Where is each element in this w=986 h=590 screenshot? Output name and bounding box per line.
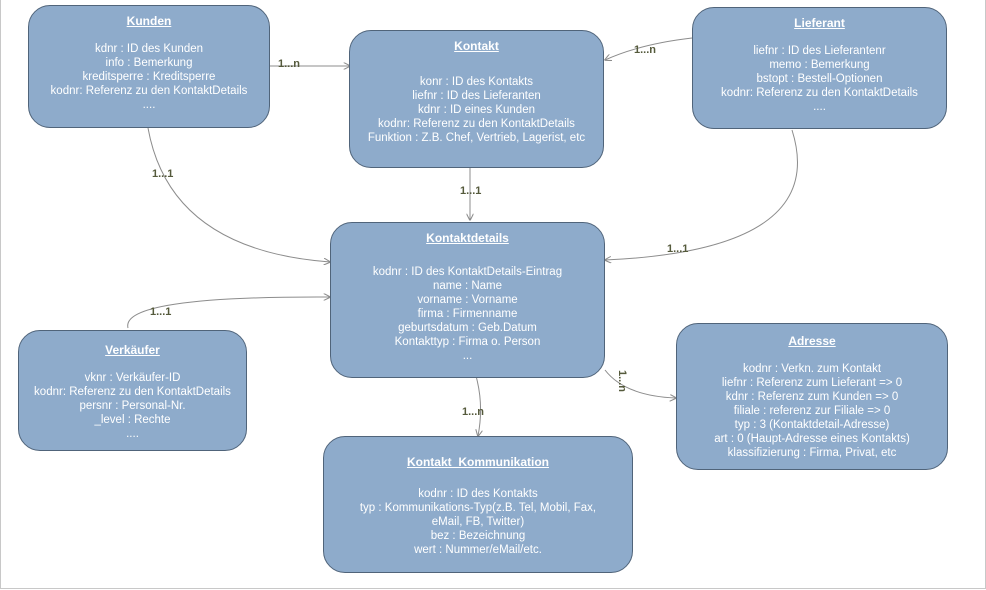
entity-title: Verkäufer — [105, 343, 160, 357]
edge-lieferant-kontakt — [605, 37, 693, 60]
entity-attribute: ... — [462, 350, 473, 362]
entity-title: Kunden — [126, 14, 172, 28]
entity-attribute: info : Bemerkung — [105, 57, 193, 69]
entity-title: Kontakt_Kommunikation — [406, 455, 549, 469]
entity-attribute: .... — [813, 101, 826, 113]
entity-attribute: .... — [142, 99, 156, 111]
entity-attribute: bstopt : Bestell-Optionen — [756, 73, 883, 85]
edge-label-kontaktdetails-kommunikation: 1...n — [462, 406, 485, 418]
entity-title: Adresse — [788, 334, 836, 348]
entity-kunden[interactable]: Kunden kdnr : ID des Kunden info : Bemer… — [28, 5, 270, 128]
entity-attribute: klassifizierung : Firma, Privat, etc — [727, 447, 897, 459]
edge-label-kunden-kontaktdetails: 1...1 — [152, 168, 174, 180]
entity-attribute: liefnr : ID des Lieferantenr — [753, 45, 886, 57]
entity-attribute: kodnr: Referenz zu den KontaktDetails — [721, 87, 918, 99]
entity-attribute: kodnr : Verkn. zum Kontakt — [742, 363, 882, 375]
entity-attribute: typ : 3 (Kontaktdetail-Adresse) — [734, 419, 890, 431]
entity-attribute: Funktion : Z.B. Chef, Vertrieb, Lagerist… — [367, 132, 586, 144]
entity-attribute: liefnr : ID des Lieferanten — [412, 90, 541, 102]
entity-attribute: kdnr : Referenz zum Kunden => 0 — [725, 391, 899, 403]
entity-title: Lieferant — [794, 16, 845, 30]
edge-label-lieferant-kontaktdetails: 1...1 — [667, 243, 689, 255]
entity-attribute: filiale : referenz zur Filiale => 0 — [733, 405, 891, 417]
entity-attribute: geburtsdatum : Geb.Datum — [398, 322, 537, 334]
entity-attribute: .... — [126, 428, 139, 440]
entity-attribute: bez : Bezeichnung — [430, 530, 526, 542]
entity-attribute: kodnr: Referenz zu den KontaktDetails — [50, 85, 248, 97]
entity-attribute: vknr : Verkäufer-ID — [84, 372, 181, 384]
edge-label-kunden-kontakt: 1...n — [278, 58, 301, 70]
entity-attribute: kodnr : ID des Kontakts — [418, 488, 538, 500]
entity-attribute: kdnr : ID eines Kunden — [418, 104, 535, 116]
entity-kontakt[interactable]: Kontakt konr : ID des Kontakts liefnr : … — [349, 30, 604, 168]
entity-attribute: kodnr: Referenz zu den KontaktDetails — [378, 118, 575, 130]
entity-attribute: art : 0 (Haupt-Adresse eines Kontakts) — [714, 433, 910, 445]
entity-kontakt-kommunikation[interactable]: Kontakt_Kommunikation kodnr : ID des Kon… — [323, 436, 633, 573]
entity-attribute: memo : Bemerkung — [769, 59, 870, 71]
edge-lieferant-kontaktdetails — [605, 129, 798, 260]
edge-kontaktdetails-kommunikation — [476, 375, 481, 436]
edge-label-lieferant-kontakt: 1...n — [634, 44, 657, 56]
entity-attribute: kodnr: Referenz zu den KontaktDetails — [34, 386, 231, 398]
entity-attribute: firma : Firmenname — [417, 308, 518, 320]
entity-title: Kontakt — [454, 39, 499, 53]
entity-attribute: vorname : Vorname — [417, 294, 518, 306]
edge-verkaeufer-kontaktdetails — [127, 297, 330, 329]
entity-attribute: name : Name — [432, 280, 503, 292]
entity-title: Kontaktdetails — [426, 231, 509, 245]
entity-attribute: konr : ID des Kontakts — [419, 76, 534, 88]
edge-label-kontakt-kontaktdetails: 1...1 — [460, 185, 482, 197]
entity-kontaktdetails[interactable]: Kontaktdetails kodnr : ID des KontaktDet… — [330, 222, 605, 378]
entity-adresse[interactable]: Adresse kodnr : Verkn. zum Kontakt liefn… — [676, 323, 948, 470]
entity-attribute: _level : Rechte — [94, 414, 171, 426]
entity-verkaeufer[interactable]: Verkäufer vknr : Verkäufer-ID kodnr: Ref… — [18, 330, 247, 451]
entity-lieferant[interactable]: Lieferant liefnr : ID des Lieferantenr m… — [692, 7, 947, 129]
entity-attribute: persnr : Personal-Nr. — [79, 400, 186, 412]
entity-attribute: kreditsperre : Kreditsperre — [82, 71, 216, 83]
entity-attribute: eMail, FB, Twitter) — [431, 516, 525, 528]
edge-label-verkaeufer-kontaktdetails: 1...1 — [150, 306, 172, 318]
entity-attribute: kdnr : ID des Kunden — [94, 43, 204, 55]
entity-attribute: typ : Kommunikations-Typ(z.B. Tel, Mobil… — [359, 502, 597, 514]
edge-kontaktdetails-adresse — [604, 369, 676, 398]
entity-attribute: kodnr : ID des KontaktDetails-Eintrag — [372, 266, 563, 278]
entity-attribute: Kontakttyp : Firma o. Person — [394, 336, 541, 348]
edge-kunden-kontaktdetails — [147, 127, 330, 262]
edge-label-kontaktdetails-adresse: 1...n — [616, 370, 628, 393]
entity-attribute: liefnr : Referenz zum Lieferant => 0 — [721, 377, 903, 389]
entity-attribute: wert : Nummer/eMail/etc. — [414, 544, 542, 556]
